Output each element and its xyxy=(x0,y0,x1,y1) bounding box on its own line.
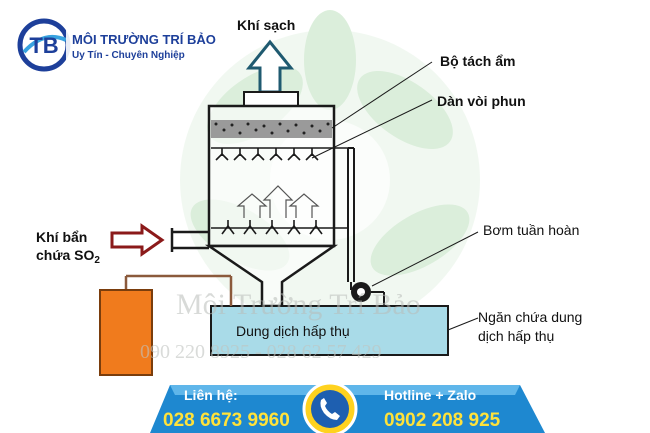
tank-compartment-label-line1: Ngăn chứa dung xyxy=(478,309,582,325)
contact-phone[interactable]: 028 6673 9960 xyxy=(163,410,290,431)
leader-lines xyxy=(311,61,479,331)
contact-label: Liên hệ: xyxy=(184,387,238,403)
watermark-phones: 090 220 8925 - 028 62 57 429 xyxy=(140,341,382,363)
phone-call-icon[interactable] xyxy=(302,381,358,433)
dirty-gas-label-line1: Khí bẩn xyxy=(36,229,87,245)
spray-nozzles-label: Dàn vòi phun xyxy=(437,93,526,109)
column-top-cap xyxy=(243,91,299,107)
mist-eliminator xyxy=(211,120,332,138)
tank-compartment-label-line2: dịch hấp thụ xyxy=(478,328,554,344)
circulation-pump-label: Bơm tuần hoàn xyxy=(483,222,579,238)
dirty-gas-label-line2: chứa SO2 xyxy=(36,247,100,266)
gas-inlet-nozzle xyxy=(170,228,209,252)
absorbent-tank xyxy=(210,305,449,356)
company-logo: TB MÔI TRƯỜNG TRÍ BẢO Uy Tín - Chuyên Ng… xyxy=(17,18,216,72)
contact-banner: Liên hệ: 028 6673 9960 Hotline + Zalo 09… xyxy=(150,381,545,433)
clean-gas-arrow-icon xyxy=(245,39,295,94)
circulation-pump-icon xyxy=(350,282,385,306)
dirty-gas-arrow-icon xyxy=(110,223,165,257)
side-tank-pipe xyxy=(124,274,233,306)
clean-gas-label: Khí sạch xyxy=(237,17,295,33)
absorbent-tank-label: Dung dịch hấp thụ xyxy=(236,323,350,339)
hotline-label: Hotline + Zalo xyxy=(384,387,476,403)
spray-header-upper xyxy=(211,147,348,161)
recirculation-pipe xyxy=(347,147,355,282)
hotline-phone[interactable]: 0902 208 925 xyxy=(384,410,501,431)
spray-header-lower xyxy=(211,220,348,235)
side-dosing-tank xyxy=(99,289,153,376)
logo-name: MÔI TRƯỜNG TRÍ BẢO xyxy=(72,32,216,47)
watermark-name: Môi Trường Trí Bảo xyxy=(176,288,421,321)
mist-eliminator-label: Bộ tách ẩm xyxy=(440,53,515,69)
gas-flow-arrows-icon xyxy=(236,185,320,218)
logo-tagline: Uy Tín - Chuyên Nghiệp xyxy=(72,50,185,61)
logo-mark: TB xyxy=(29,33,58,58)
